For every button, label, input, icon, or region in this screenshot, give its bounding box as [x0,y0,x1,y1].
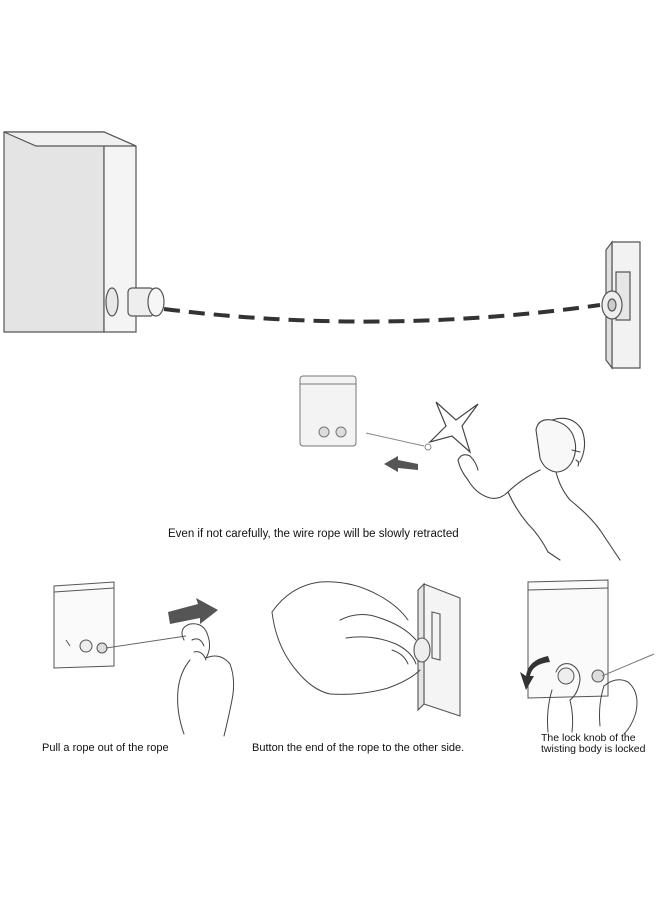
retract-box [299,375,357,447]
pull-box [53,581,115,669]
lock-rope [601,653,655,677]
retracting-wire [365,432,425,447]
pull-hand [177,623,235,737]
dashed-rope [163,303,601,324]
main-reel-box [3,131,165,333]
retract-arrow-icon [384,456,418,472]
pull-rope [105,635,187,649]
button-hand [271,581,421,695]
button-wall [413,582,461,717]
caption-retract: Even if not carefully, the wire rope wil… [168,528,459,540]
pull-arrow-icon [168,598,218,624]
snap-burst-icon [427,401,479,454]
wire-end-ring [424,443,432,451]
caption-button-end: Button the end of the rope to the other … [252,742,465,754]
lock-box [527,579,609,699]
lock-hands [547,663,638,735]
wall-hook [601,240,641,370]
lock-rotate-arrow-icon [520,656,550,690]
caption-lock-knob: The lock knob of the twisting body is lo… [541,732,646,755]
person-figure [457,417,621,561]
caption-pull-rope: Pull a rope out of the rope [42,742,169,754]
